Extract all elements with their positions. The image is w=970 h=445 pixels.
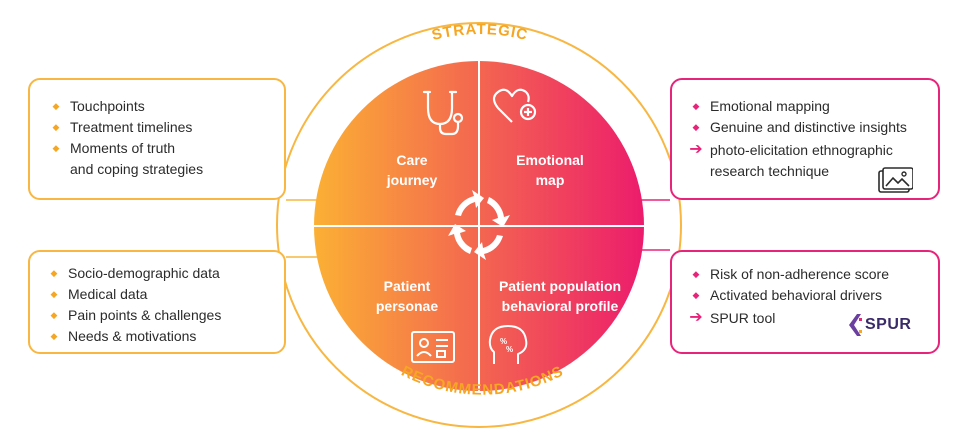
list-item: ◆Genuine and distinctive insights [688,117,907,138]
spur-logo: SPUR [847,312,911,338]
list-item: ◆Needs & motivations [46,326,221,347]
quadrant-label-patient-personae: Patient personae [362,276,452,316]
list-item: ◆Medical data [46,284,221,305]
list-item: ➔photo-elicitation ethnographic [689,141,893,158]
list-item: ◆Touchpoints [48,96,203,117]
list-item: ◆Emotional mapping [688,96,907,117]
spur-logo-text: SPUR [865,316,912,333]
emotional-label-line-1: Emotional [516,152,584,168]
behavioral-label-line-2: behavioral profile [501,298,619,314]
spur-logo-mark [849,314,862,336]
emotional-label-line-2: map [535,172,565,188]
bullet-icon: ◆ [52,101,60,111]
list-item: research technique [710,163,830,179]
stethoscope-icon [422,90,464,136]
bullet-icon: ◆ [50,310,58,320]
behavioral-label-line-1: Patient population [498,278,622,294]
bullet-icon: ◆ [52,122,60,132]
list-item: ◆Pain points & challenges [46,305,222,326]
list-item: ◆Socio-demographic data [46,263,221,284]
arrow-icon: ➔ [689,141,703,158]
svg-text:%: % [506,345,513,354]
id-card-icon [411,331,455,363]
care-label-line-2: journey [386,172,438,188]
care-label-line-1: Care [396,152,428,168]
quadrant-label-emotional-map: Emotional map [505,150,595,190]
box-patient-personae: ◆Socio-demographic data ◆Medical data ◆P… [28,250,286,354]
quadrant-label-care-journey: Care journey [372,150,452,190]
outer-ring [276,22,682,428]
personae-label-line-2: personae [375,298,439,314]
arrow-icon: ➔ [689,309,703,326]
bullet-icon: ◆ [50,268,58,278]
bullet-icon: ◆ [50,331,58,341]
cycle-arrows-icon [448,190,510,260]
box-emotional-map: ◆Emotional mapping ◆Genuine and distinct… [670,78,940,200]
bullet-icon: ◆ [50,289,58,299]
list-item: ➔SPUR tool [689,309,776,326]
quadrant-label-behavioral-profile: Patient population behavioral profile [485,276,635,316]
ring-label-top: STRATEGIC [430,21,530,44]
box-behavioral-profile: ◆Risk of non-adherence score ◆Activated … [670,250,940,354]
bullet-icon: ◆ [692,122,700,132]
bullet-icon: ◆ [52,143,60,153]
list-item: ◆Activated behavioral drivers [688,285,889,306]
bullet-icon: ◆ [692,101,700,111]
bullet-icon: ◆ [692,269,700,279]
photo-icon [878,167,913,193]
head-percent-icon: % % [488,325,528,364]
svg-text:%: % [500,337,507,346]
bullet-icon: ◆ [692,290,700,300]
list-item: ◆Moments of truth [48,138,203,159]
heart-plus-icon [492,88,537,123]
list-item: ◆Treatment timelines [48,117,203,138]
list-item: and coping strategies [70,161,204,177]
box-care-journey: ◆Touchpoints ◆Treatment timelines ◆Momen… [28,78,286,200]
personae-label-line-1: Patient [383,278,431,294]
list-item: ◆Risk of non-adherence score [688,264,889,285]
